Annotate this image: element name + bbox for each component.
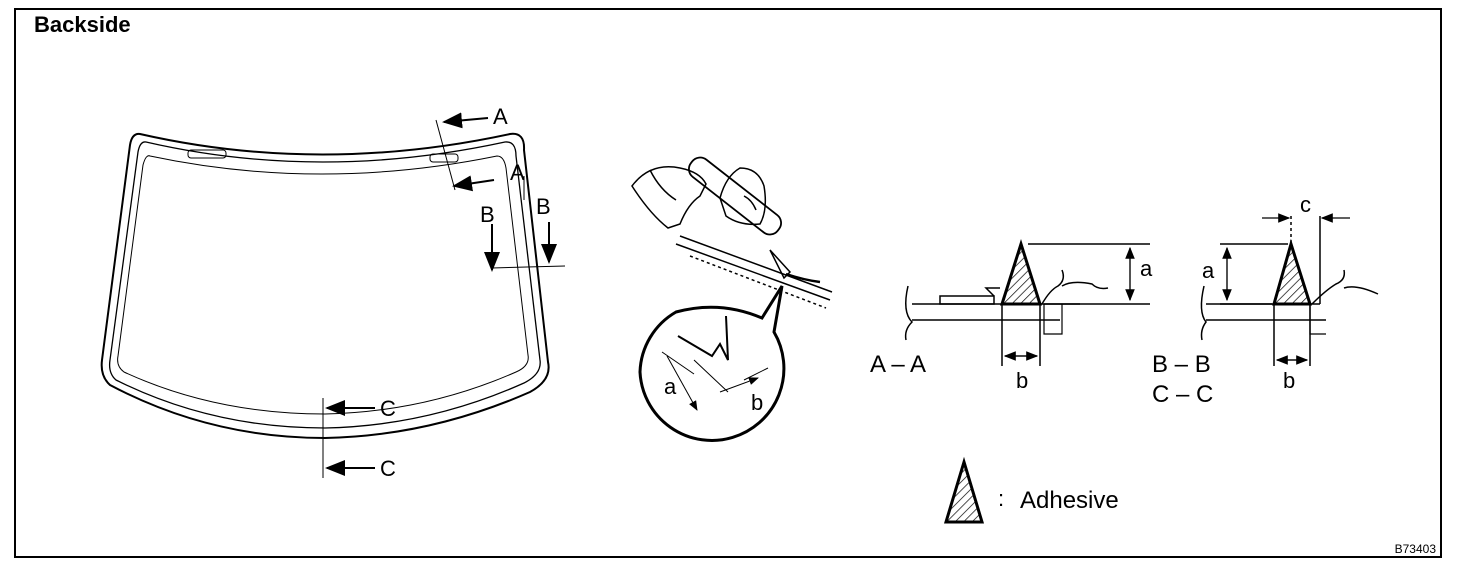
diagram-frame xyxy=(14,8,1442,558)
label-a-lower: A xyxy=(510,160,525,185)
hand-applicator-illustration xyxy=(631,156,833,309)
dim-b-section-a: b xyxy=(1016,368,1028,393)
section-b-b-label: B – B xyxy=(1152,351,1211,378)
diagram-title: Backside xyxy=(34,12,131,37)
adhesive-legend-symbol xyxy=(943,456,985,524)
label-c-bottom: C xyxy=(380,456,396,481)
adhesive-bead-b-b xyxy=(1272,238,1313,306)
section-a-a-label: A – A xyxy=(870,351,926,378)
section-c-c-label: C – C xyxy=(1152,381,1213,408)
label-b-left: B xyxy=(480,202,495,227)
label-a-top: A xyxy=(493,104,508,129)
label-c-top: C xyxy=(380,396,396,421)
dim-a-section-a: a xyxy=(1140,256,1153,281)
windshield xyxy=(100,132,550,440)
dim-b-section-b: b xyxy=(1283,368,1295,393)
figure-code: B73403 xyxy=(1394,542,1436,556)
dim-c-section-b: c xyxy=(1300,192,1311,217)
section-arrows xyxy=(325,112,557,476)
dim-a-detail: a xyxy=(664,374,677,399)
legend-separator: : xyxy=(998,486,1004,511)
section-b-b-drawing xyxy=(1200,213,1379,366)
legend-label: Adhesive xyxy=(1020,487,1119,514)
bead-detail-bubble xyxy=(638,285,786,442)
section-marks xyxy=(322,119,566,478)
adhesive-bead-a-a xyxy=(999,239,1043,306)
label-b-right: B xyxy=(536,194,551,219)
section-a-a-drawing xyxy=(904,243,1150,366)
dim-a-section-b: a xyxy=(1202,258,1215,283)
dim-b-detail: b xyxy=(751,390,763,415)
